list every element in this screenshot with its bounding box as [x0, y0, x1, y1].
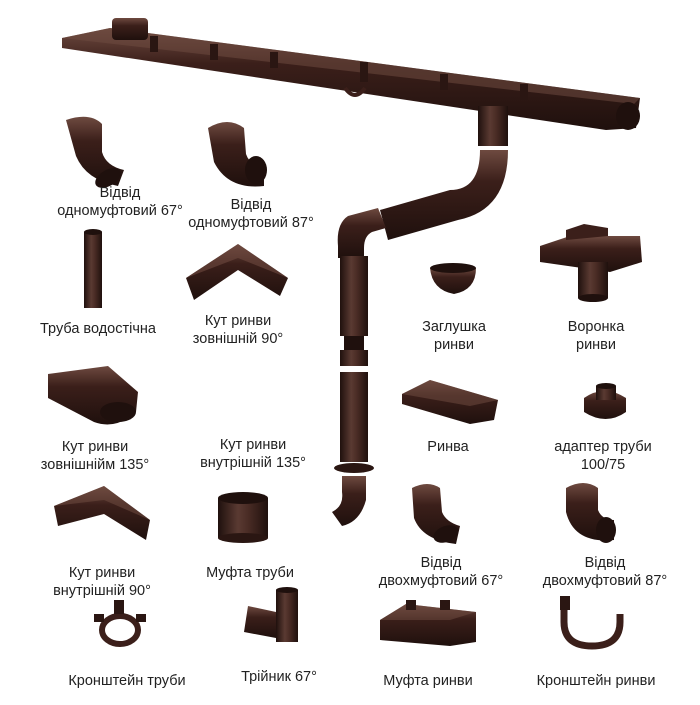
assembled-downpipe [332, 106, 508, 526]
gutter-outer-90-icon [186, 244, 288, 300]
elbow-2socket-67-icon [412, 484, 460, 544]
downpipe-icon [84, 229, 102, 308]
elbow-2socket-87-icon [566, 483, 616, 543]
label-gutter-coupling: Муфта ринви [383, 673, 473, 689]
assembled-gutter [62, 18, 640, 130]
label-downpipe: Труба водостічна [40, 321, 156, 337]
label-gutter-inner-135: Кут ринви внутрішній 135° [200, 437, 306, 471]
pipe-adapter-icon [584, 383, 626, 419]
gutter-icon [402, 380, 498, 424]
label-elbow-2socket-87: Відвід двохмуфтовий 87° [542, 555, 668, 589]
label-pipe-coupling: Муфта труби [206, 565, 294, 581]
gutter-bracket-icon [560, 596, 624, 650]
label-elbow-2socket-67: Відвід двохмуфтовий 67° [378, 555, 504, 589]
label-gutter: Ринва [427, 439, 469, 455]
label-pipe-bracket: Кронштейн труби [68, 673, 186, 689]
label-gutter-outer-90: Кут ринви зовнішній 90° [192, 313, 284, 347]
gutter-inner-90-icon [54, 486, 150, 540]
elbow-1socket-87-icon [208, 122, 267, 187]
label-gutter-bracket: Кронштейн ринви [536, 673, 656, 689]
gutter-coupling-icon [380, 600, 476, 646]
label-gutter-inner-90: Кут ринви внутрішній 90° [53, 565, 151, 599]
label-gutter-outer-135: Кут ринви зовнішнійм 135° [40, 439, 150, 473]
label-tee-67: Трійник 67° [241, 669, 317, 685]
pipe-bracket-icon [94, 600, 146, 647]
gutter-outer-135-icon [48, 366, 138, 425]
elbow-1socket-67-icon [66, 116, 124, 188]
label-pipe-adapter: адаптер труби 100/75 [554, 439, 652, 473]
pipe-coupling-icon [218, 492, 268, 543]
tee-67-icon [244, 587, 298, 642]
end-cap-icon [430, 263, 476, 294]
label-outlet: Воронка ринви [567, 319, 625, 353]
label-elbow-1socket-87: Відвід одномуфтовий 87° [188, 197, 314, 231]
label-elbow-1socket-67: Відвід одномуфтовий 67° [57, 185, 183, 219]
outlet-icon [540, 224, 642, 302]
label-end-cap: Заглушка ринви [422, 319, 486, 353]
